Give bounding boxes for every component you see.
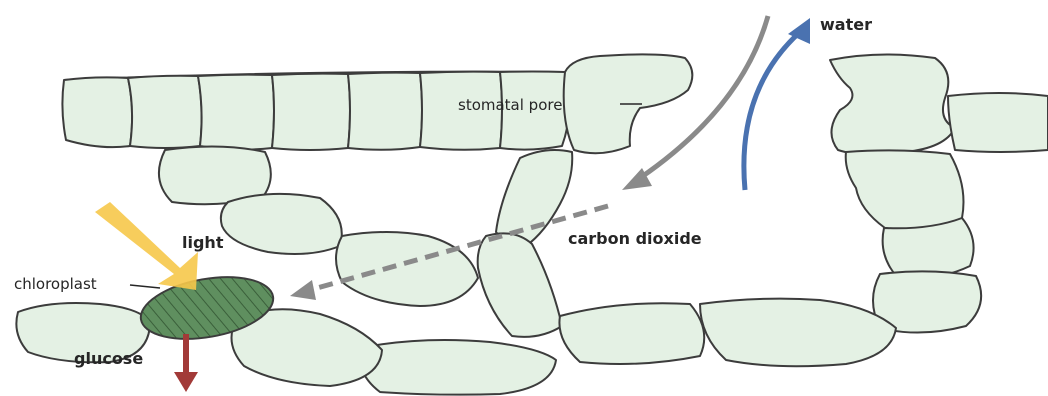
mesophyll-cell xyxy=(359,340,556,395)
epidermal-cell xyxy=(62,77,132,147)
chloroplast-leader-line xyxy=(130,285,160,288)
stomatal-pore-label: stomatal pore xyxy=(458,96,562,114)
mesophyll-cell xyxy=(846,150,964,229)
epidermal-cell xyxy=(198,75,274,150)
epidermal-cell xyxy=(272,74,350,150)
mesophyll-cell xyxy=(496,150,572,246)
carbon-dioxide-label: carbon dioxide xyxy=(568,229,702,248)
epidermal-cell xyxy=(128,76,202,148)
glucose-label: glucose xyxy=(74,349,143,368)
mesophyll-cell xyxy=(336,232,478,306)
mesophyll-cell xyxy=(700,299,896,367)
light-label: light xyxy=(182,233,224,252)
water-arrow xyxy=(744,18,810,190)
glucose-arrow xyxy=(174,334,198,392)
epidermal-cell xyxy=(348,73,422,150)
water-label: water xyxy=(820,15,872,34)
epidermal-cell-right xyxy=(948,93,1048,152)
guard-cell-right xyxy=(830,54,955,154)
mesophyll-cell xyxy=(559,303,704,364)
mesophyll-cell xyxy=(478,233,562,337)
mesophyll-cells xyxy=(16,146,981,394)
mesophyll-cell xyxy=(221,194,342,254)
chloroplast-label: chloroplast xyxy=(14,275,97,293)
